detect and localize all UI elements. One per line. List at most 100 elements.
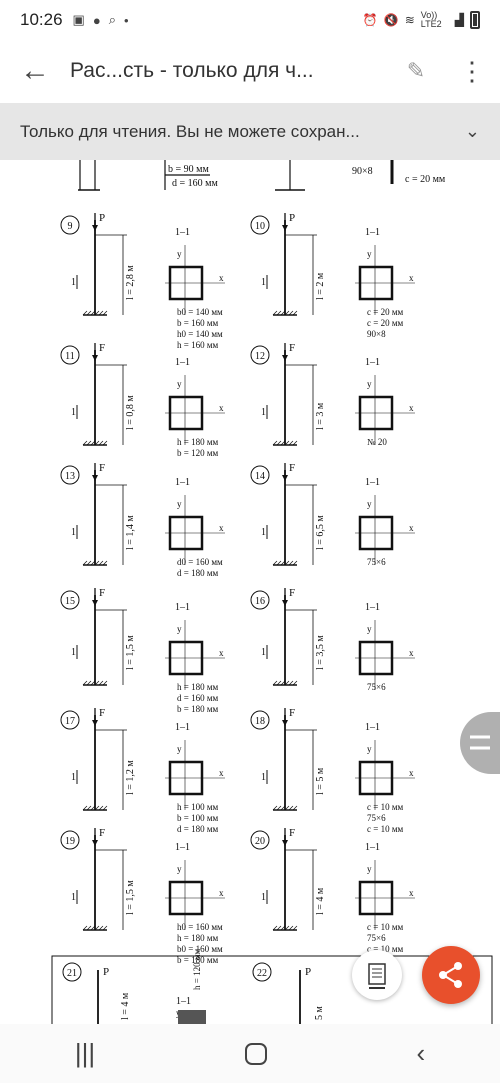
problem-15-base-hatch bbox=[94, 680, 100, 686]
problem-15-base-hatch bbox=[86, 680, 92, 686]
problem-11-number: 11 bbox=[65, 351, 75, 362]
arrow-left-icon[interactable]: ← bbox=[20, 54, 50, 87]
problem-11-base-hatch bbox=[86, 440, 92, 446]
problem-16-base-hatch bbox=[272, 680, 278, 686]
problem-20-length: l = 4 м bbox=[315, 887, 326, 915]
problem-13-dim-1: d = 180 мм bbox=[177, 568, 219, 578]
share-icon[interactable] bbox=[422, 946, 480, 1004]
chevron-down-icon[interactable]: ⌄ bbox=[464, 121, 480, 141]
problem-12-axis-x: x bbox=[409, 403, 414, 413]
problem-18-base-hatch bbox=[292, 805, 298, 811]
problem-19-dim-0: h0 = 160 мм bbox=[177, 922, 223, 932]
problem-9-load-arrow-head bbox=[92, 225, 98, 231]
strip-angle: 90×8 bbox=[352, 166, 373, 177]
problem-9-axis-y: y bbox=[177, 249, 182, 259]
problem-19-base-hatch bbox=[102, 925, 108, 931]
problem-11-base-hatch bbox=[98, 440, 104, 446]
problem-9-dim-1: b = 160 мм bbox=[177, 318, 219, 328]
problem-15-base-hatch bbox=[82, 680, 88, 686]
problem-10-base-hatch bbox=[276, 310, 282, 316]
problem-15-base-hatch bbox=[98, 680, 104, 686]
problem-20-base-hatch bbox=[292, 925, 298, 931]
problem-19-axis-x: x bbox=[219, 888, 224, 898]
problem-14-base-hatch bbox=[284, 560, 290, 566]
problem-19-load-arrow-head bbox=[92, 840, 98, 846]
problem-18-dim-0: c = 10 мм bbox=[367, 802, 404, 812]
problem-18-base-hatch bbox=[280, 805, 286, 811]
problem-15-sec-mark: 1 bbox=[71, 647, 76, 658]
problem-13-axis-y: y bbox=[177, 499, 182, 509]
problem-13-number: 13 bbox=[65, 471, 75, 482]
problem-13-length: l = 1,4 м bbox=[125, 515, 136, 550]
problem-13-sec-mark: 1 bbox=[71, 527, 76, 538]
problem-12-axis-y: y bbox=[367, 379, 372, 389]
problem-9-base-hatch bbox=[94, 310, 100, 316]
bottom-frame bbox=[51, 955, 493, 1024]
problem-16-base-hatch bbox=[280, 680, 286, 686]
network-label: Vo)) LTE2 bbox=[420, 10, 442, 29]
problem-17-number: 17 bbox=[65, 716, 75, 727]
problem-12-load-label: F bbox=[289, 342, 295, 354]
problem-11-dim-1: b = 120 мм bbox=[177, 448, 219, 458]
problem-22-number: 22 bbox=[257, 968, 267, 979]
problem-22-num-circle bbox=[252, 962, 272, 982]
more-vert-icon[interactable]: ⋮ bbox=[459, 55, 485, 86]
strip-dim-d: d = 160 мм bbox=[172, 178, 218, 189]
problem-18-base-hatch bbox=[284, 805, 290, 811]
problem-16-number: 16 bbox=[255, 596, 265, 607]
problem-17-base-hatch bbox=[90, 805, 96, 811]
problem-17-base-hatch bbox=[86, 805, 92, 811]
problem-11-section-label: 1–1 bbox=[175, 357, 190, 368]
problem-12-load-arrow-head bbox=[282, 355, 288, 361]
status-right: ⏰ 🔇 ≋ Vo)) LTE2 ▟ bbox=[363, 11, 480, 29]
pencil-icon[interactable]: ✎ bbox=[406, 58, 426, 83]
read-only-banner[interactable]: Только для чтения. Вы не можете сохран..… bbox=[0, 103, 500, 160]
problem-22-length: 5 м bbox=[314, 1006, 325, 1021]
problem-17-num-circle bbox=[60, 710, 80, 730]
problem-11-axis-x: x bbox=[219, 403, 224, 413]
problem-19-base-hatch bbox=[98, 925, 104, 931]
problem-20-base-hatch bbox=[288, 925, 294, 931]
problem-19-dim-1: h = 180 мм bbox=[177, 933, 219, 943]
problem-13-base-hatch bbox=[98, 560, 104, 566]
problem-19-base-hatch bbox=[90, 925, 96, 931]
problem-10-base-hatch bbox=[280, 310, 286, 316]
problem-17-axis-x: x bbox=[219, 768, 224, 778]
problem-17-section-shape bbox=[168, 760, 204, 796]
problem-9-base-hatch bbox=[86, 310, 92, 316]
problem-16-base-hatch bbox=[292, 680, 298, 686]
problem-12-base-hatch bbox=[280, 440, 286, 446]
recents-icon[interactable]: ||| bbox=[74, 1038, 96, 1068]
problem-9-base-hatch bbox=[98, 310, 104, 316]
problem-15-dim-0: h = 180 мм bbox=[177, 682, 219, 692]
scroll-handle[interactable] bbox=[460, 712, 500, 774]
search-icon: ⌕ bbox=[108, 12, 116, 27]
banner-text: Только для чтения. Вы не можете сохран..… bbox=[20, 121, 360, 141]
mute-icon: 🔇 bbox=[383, 13, 399, 27]
problem-19-num-circle bbox=[60, 830, 80, 850]
document-icon[interactable] bbox=[352, 950, 402, 1000]
problem-22-load-label: P bbox=[305, 966, 311, 978]
problem-21-number: 21 bbox=[67, 968, 77, 979]
problem-11-load-label: F bbox=[99, 342, 105, 354]
problem-10-axis-x: x bbox=[409, 273, 414, 283]
problem-10-sec-mark: 1 bbox=[261, 277, 266, 288]
document-title: Рас...сть - только для ч... bbox=[70, 59, 314, 82]
problem-9-length: l = 2,8 м bbox=[125, 265, 136, 300]
problem-13-section-shape bbox=[168, 515, 204, 551]
problem-12-base-hatch bbox=[276, 440, 282, 446]
problem-20-section-label: 1–1 bbox=[365, 842, 380, 853]
problem-17-sec-mark: 1 bbox=[71, 772, 76, 783]
problem-15-axis-x: x bbox=[219, 648, 224, 658]
problem-15-base-hatch bbox=[90, 680, 96, 686]
problem-12-dim-0: № 20 bbox=[367, 437, 387, 447]
problem-11-base-hatch bbox=[90, 440, 96, 446]
home-icon[interactable] bbox=[244, 1042, 267, 1065]
back-nav-icon[interactable]: ‹ bbox=[416, 1038, 426, 1068]
problem-19-length: l = 1,5 м bbox=[125, 880, 136, 915]
problem-11-length: l = 0,8 м bbox=[125, 395, 136, 430]
problem-15-number: 15 bbox=[65, 596, 75, 607]
problem-10-length: l = 2 м bbox=[315, 272, 326, 300]
problem-11-axis-y: y bbox=[177, 379, 182, 389]
